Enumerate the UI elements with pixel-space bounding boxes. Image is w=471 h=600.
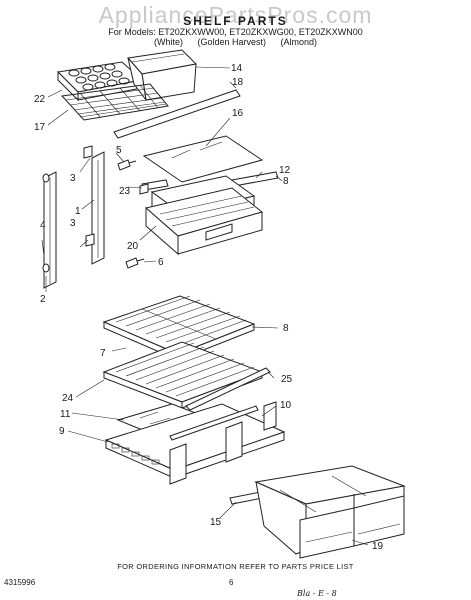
watermark-text: AppliancePartsPros.com: [98, 2, 373, 28]
callout-14: 14: [231, 63, 243, 74]
adjustable-shelf-part: [102, 341, 264, 409]
storage-bin-part: [127, 49, 198, 101]
callout-8-upper: 8: [283, 176, 289, 187]
callout-19: 19: [372, 541, 384, 552]
callout-leader-lines: [41, 66, 369, 546]
callout-11: 11: [60, 409, 71, 420]
color-white: (White): [153, 37, 183, 47]
callout-25: 25: [281, 374, 293, 385]
callout-12: 12: [279, 165, 291, 176]
page-number: 6: [229, 578, 234, 587]
handwritten-note: Bla - E - 8: [297, 589, 337, 598]
callout-4: 4: [40, 220, 46, 231]
shelf-rail-part: [113, 89, 241, 139]
egg-tray-part: [56, 61, 144, 102]
color-golden-harvest: (Golden Harvest): [197, 37, 266, 47]
ordering-info-note: FOR ORDERING INFORMATION REFER TO PARTS …: [117, 562, 354, 571]
callout-3-upper: 3: [70, 173, 76, 184]
callout-8-lower: 8: [283, 323, 289, 334]
callout-22: 22: [34, 94, 46, 105]
shelf-support-brackets-part: [42, 145, 105, 289]
document-number: 4315996: [4, 578, 36, 587]
callout-16: 16: [232, 108, 244, 119]
diagram-title: SHELF PARTS: [183, 14, 288, 28]
crisper-pans-part: [254, 465, 406, 559]
callout-9: 9: [59, 426, 65, 437]
wire-shelf-part: [60, 83, 169, 121]
callout-18: 18: [232, 77, 244, 88]
callout-3-lower: 3: [70, 218, 76, 229]
pan-cover-frame-part: [104, 401, 286, 485]
callout-24: 24: [62, 393, 74, 404]
callout-10: 10: [280, 400, 292, 411]
callout-1: 1: [75, 206, 81, 217]
callout-15: 15: [210, 517, 222, 528]
color-almond: (Almond): [280, 37, 318, 47]
clips-and-screws-part: [117, 159, 149, 269]
callout-2: 2: [40, 294, 46, 305]
color-variants: (White) (Golden Harvest) (Almond): [0, 37, 471, 47]
rear-rail-part: [185, 367, 271, 411]
callout-23: 23: [119, 186, 131, 197]
callout-5: 5: [116, 145, 122, 156]
callout-6: 6: [158, 257, 164, 268]
callout-17: 17: [34, 122, 46, 133]
callout-labels: 22 14 18 17 16 5 3 12 8 23 1 4 3 20 6 2 …: [34, 63, 384, 552]
crisper-drawer-part: [144, 175, 264, 256]
glass-shelf-part: [142, 135, 264, 183]
model-list: For Models: ET20ZKXWW00, ET20ZKXWG00, ET…: [108, 27, 363, 37]
callout-7: 7: [100, 348, 106, 359]
callout-20: 20: [127, 241, 139, 252]
